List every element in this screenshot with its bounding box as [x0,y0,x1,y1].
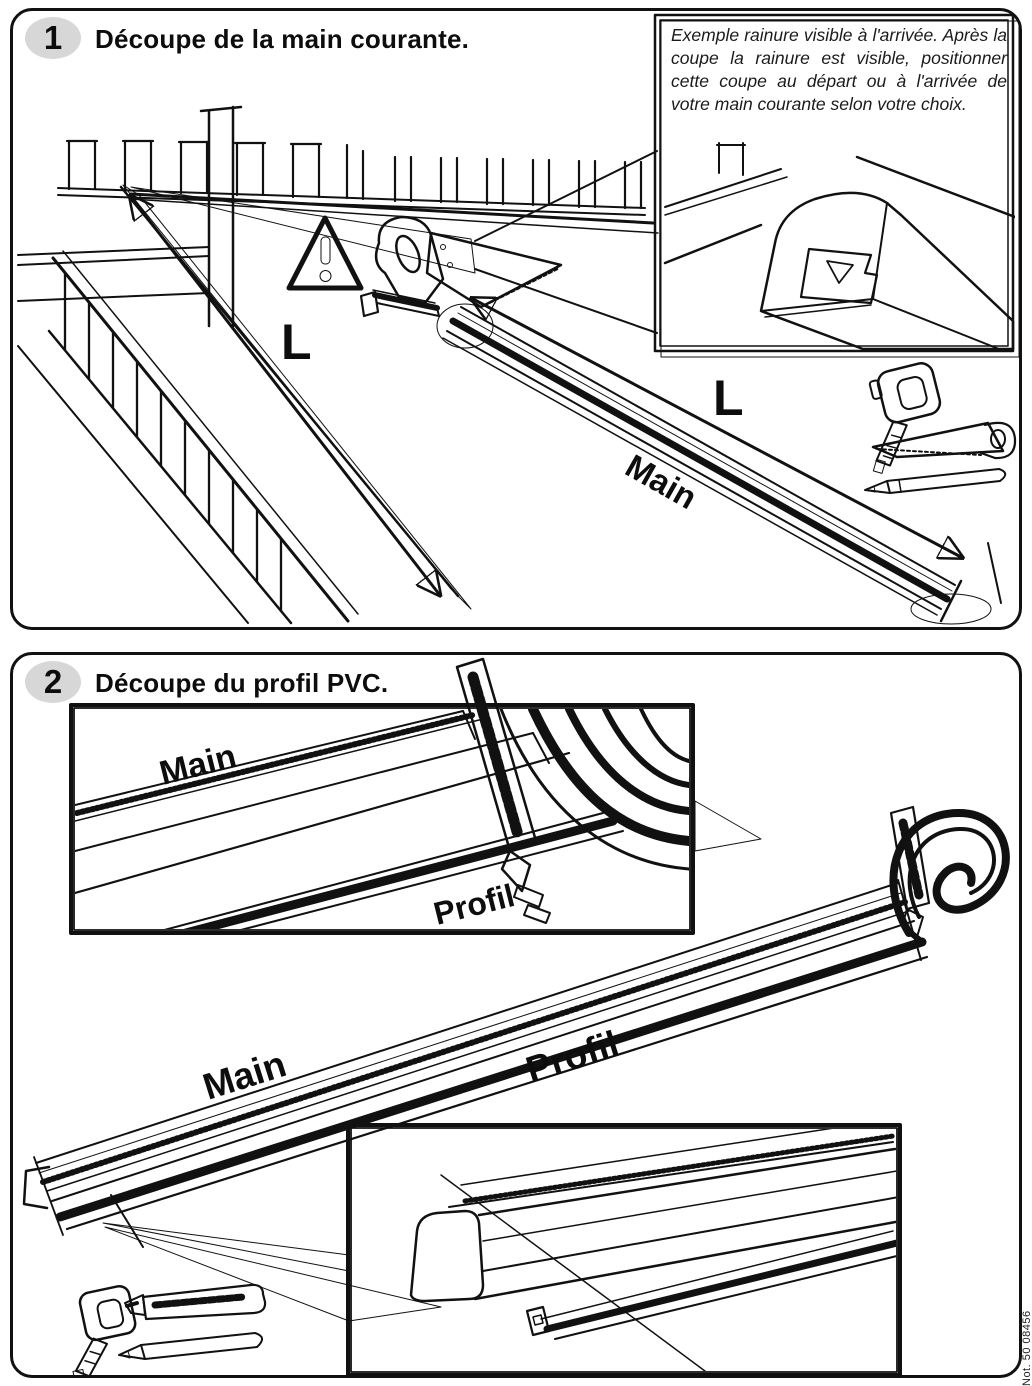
inset-profile-label: Profil [430,877,518,932]
utility-knife-icon [455,657,551,924]
tape-measure-icon [868,362,942,474]
pencil-icon [864,468,1007,494]
stair-length-arrow: L [131,197,439,594]
note-inset [653,13,1019,358]
detail-pointer-notch [104,1226,442,1322]
step-1-illustration: L [17,13,1019,625]
tape-measure-icon-2 [72,1284,137,1375]
vertical-doc-code: Not. 50 08456 [1021,1310,1032,1386]
rail-label-2: Main [198,1043,291,1107]
stair-length-label: L [281,314,312,370]
step-2-illustration: Main Profil Main Profi [22,657,1010,1375]
profile-label: Profil [521,1023,624,1091]
magnify-line-top [474,150,658,242]
rail-end-shadow [910,593,992,625]
step-2-title: Découpe du profil PVC. [95,668,389,698]
cut-rail-piece [359,289,440,318]
pencil-icon-2 [118,1332,263,1360]
cut-detail-content [75,709,689,929]
stair-rail-shadow [122,184,472,610]
step-1-title: Découpe de la main courante. [95,24,470,54]
step-1-badge: 1 [25,17,81,59]
note-text: Exemple rainure visible à l'arrivée. Apr… [671,25,1007,114]
step-2-badge: 2 [25,661,81,703]
rail-length-arrow: L [473,299,1002,604]
utility-knife-icon-3 [124,1283,267,1321]
cut-detail-inset [69,703,695,935]
step-1-panel: 1 Découpe de la main courante. Exemple r… [10,8,1022,630]
magnify-line-bottom [474,268,658,334]
warning-icon [286,215,364,291]
end-detail-content [409,1129,896,1371]
rail-length-label: L [713,370,744,426]
end-detail-inset [346,1123,902,1375]
rail-with-profile-illustration [22,879,929,1248]
inset-rail-label: Main [156,737,240,793]
groove-detail-illustration [663,142,1015,351]
detail-pointer-wedge [102,1222,350,1272]
handsaw-icon [374,215,563,309]
profile-coil-illustration [889,809,1010,945]
step-2-panel: 2 Découpe du profil PVC. [10,652,1022,1378]
inset-pointer-wedge [694,800,762,852]
handsaw-small-icon [871,421,1017,460]
